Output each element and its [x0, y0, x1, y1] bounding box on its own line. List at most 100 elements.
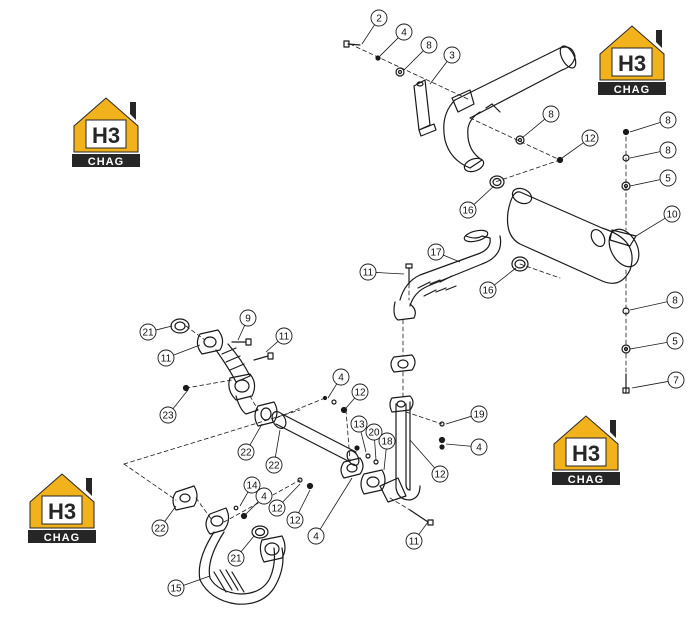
svg-text:8: 8 [548, 110, 554, 121]
callout-10: 10 [635, 205, 681, 237]
callout-12: 12 [409, 439, 449, 483]
svg-text:8: 8 [665, 116, 671, 127]
callout-8: 8 [629, 291, 684, 311]
svg-text:11: 11 [161, 354, 172, 365]
gasket [340, 457, 386, 495]
callout-20: 20 [365, 423, 383, 461]
svg-text:20: 20 [368, 428, 380, 439]
svg-text:19: 19 [473, 410, 485, 421]
svg-text:CHAG: CHAG [614, 84, 650, 96]
svg-text:12: 12 [434, 470, 446, 481]
callout-18: 18 [378, 432, 396, 471]
callout-8: 8 [521, 105, 560, 139]
svg-text:H3: H3 [48, 499, 76, 524]
callout-23: 23 [159, 389, 189, 424]
callout-15: 15 [167, 575, 211, 597]
elbow-pipe [196, 329, 259, 415]
svg-text:10: 10 [666, 210, 678, 221]
y-pipe [172, 485, 286, 605]
svg-text:2: 2 [376, 14, 382, 25]
svg-text:16: 16 [462, 206, 474, 217]
svg-text:H3: H3 [92, 123, 120, 148]
callout-4: 4 [445, 438, 488, 456]
muffler [506, 187, 640, 284]
callout-4: 4 [327, 368, 350, 399]
svg-text:8: 8 [426, 41, 432, 52]
svg-text:22: 22 [240, 448, 252, 459]
tail-pipe [443, 45, 577, 173]
callout-22: 22 [265, 429, 283, 474]
svg-text:4: 4 [261, 492, 267, 503]
callout-12: 12 [286, 489, 311, 529]
svg-text:5: 5 [672, 337, 678, 348]
svg-text:CHAG: CHAG [44, 532, 80, 544]
svg-text:21: 21 [142, 328, 154, 339]
callout-11: 11 [405, 521, 429, 550]
svg-text:3: 3 [449, 51, 455, 62]
callout-22: 22 [151, 505, 177, 537]
callout-7: 7 [631, 371, 685, 389]
callout-12: 12 [345, 383, 369, 409]
callout-4: 4 [245, 487, 273, 515]
svg-text:16: 16 [482, 286, 494, 297]
svg-text:18: 18 [381, 437, 393, 448]
callout-12: 12 [561, 129, 599, 159]
svg-text:4: 4 [476, 443, 482, 454]
svg-text:4: 4 [401, 28, 407, 39]
pipe-horizontal [271, 411, 360, 466]
callout-4: 4 [379, 23, 413, 57]
callout-9: 9 [237, 309, 257, 341]
svg-text:8: 8 [672, 296, 678, 307]
svg-text:4: 4 [313, 532, 319, 543]
svg-text:15: 15 [170, 584, 182, 595]
svg-text:13: 13 [353, 420, 365, 431]
svg-text:5: 5 [665, 174, 671, 185]
flex-pipe [393, 229, 502, 321]
svg-text:21: 21 [230, 554, 242, 565]
callout-8: 8 [629, 141, 677, 159]
callout-12: 12 [268, 483, 301, 517]
callout-21: 21 [139, 323, 173, 341]
svg-text:11: 11 [279, 332, 290, 343]
clamp [251, 525, 269, 539]
callout-5: 5 [629, 332, 684, 350]
callout-11: 11 [157, 344, 201, 367]
clamp [489, 175, 529, 272]
svg-text:4: 4 [338, 373, 344, 384]
callout-16: 16 [479, 267, 517, 299]
callout-3: 3 [429, 46, 461, 85]
svg-text:H3: H3 [572, 441, 600, 466]
bracket [413, 79, 437, 137]
svg-text:CHAG: CHAG [568, 474, 604, 486]
callout-19: 19 [445, 405, 488, 425]
svg-text:9: 9 [245, 314, 251, 325]
callout-8: 8 [629, 111, 677, 133]
svg-text:23: 23 [162, 411, 174, 422]
bolt [343, 40, 361, 48]
svg-text:17: 17 [430, 248, 442, 259]
svg-text:12: 12 [354, 388, 366, 399]
callout-17: 17 [427, 243, 461, 263]
callout-22: 22 [237, 423, 263, 461]
svg-text:22: 22 [268, 461, 280, 472]
svg-text:11: 11 [363, 268, 374, 279]
svg-text:12: 12 [584, 134, 596, 145]
callout-16: 16 [459, 185, 495, 219]
svg-text:CHAG: CHAG [88, 156, 124, 168]
callout-11: 11 [265, 327, 293, 353]
callout-14: 14 [239, 476, 261, 507]
gasket [390, 354, 416, 373]
callout-5: 5 [629, 169, 677, 187]
callout-2: 2 [361, 9, 388, 45]
svg-text:11: 11 [409, 537, 420, 548]
callout-labels: 2483812885101617111685721119112322412221… [139, 9, 685, 597]
callout-21: 21 [227, 535, 255, 567]
svg-text:H3: H3 [618, 51, 646, 76]
callout-13: 13 [350, 415, 368, 453]
